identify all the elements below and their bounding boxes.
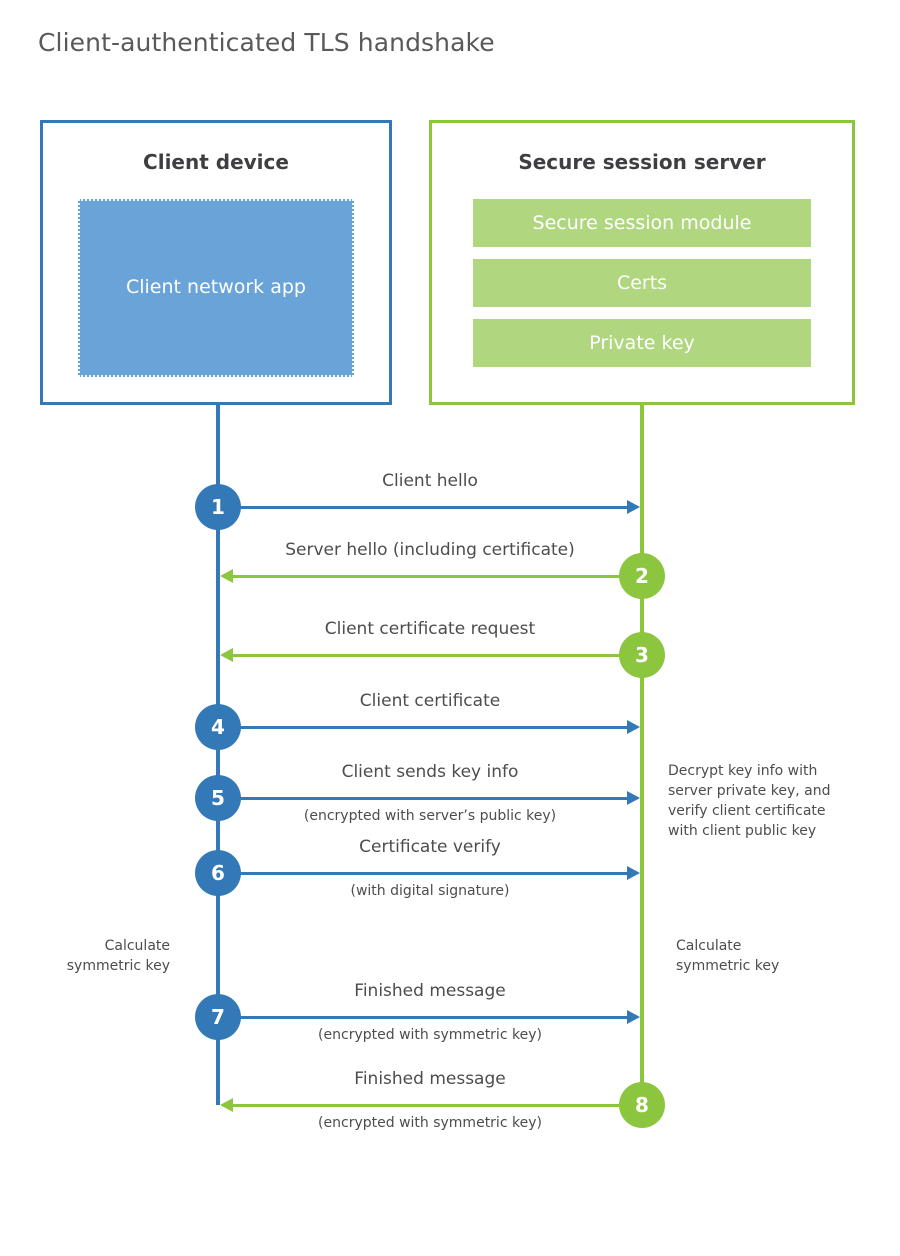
- page-title: Client-authenticated TLS handshake: [38, 28, 495, 57]
- arrowhead-right-icon: [627, 500, 640, 514]
- arrowhead-right-icon: [627, 1010, 640, 1024]
- arrowhead-right-icon: [627, 720, 640, 734]
- message-sublabel-7: (encrypted with symmetric key): [318, 1027, 542, 1043]
- message-label-2: Server hello (including certificate): [285, 540, 575, 560]
- message-line-5: [218, 797, 627, 800]
- server-component-private-key: Private key: [473, 319, 811, 367]
- secure-session-server-title: Secure session server: [518, 150, 766, 174]
- arrowhead-left-icon: [220, 569, 233, 583]
- arrowhead-left-icon: [220, 1098, 233, 1112]
- message-label-4: Client certificate: [359, 691, 501, 711]
- step-circle-8[interactable]: 8: [619, 1082, 665, 1128]
- message-line-4: [218, 726, 627, 729]
- step-circle-1[interactable]: 1: [195, 484, 241, 530]
- message-sublabel-6: (with digital signature): [350, 883, 510, 899]
- server-component-secure-session-module: Secure session module: [473, 199, 811, 247]
- note-client-calculate-symmetric-key: Calculate symmetric key: [66, 938, 170, 974]
- message-label-6: Certificate verify: [359, 837, 501, 857]
- note-server-decrypt-key-info: Decrypt key info with server private key…: [668, 763, 831, 839]
- message-label-3: Client certificate request: [324, 619, 536, 639]
- server-component-certs: Certs: [473, 259, 811, 307]
- message-line-6: [218, 872, 627, 875]
- client-lifeline: [216, 405, 220, 1105]
- message-line-7: [218, 1016, 627, 1019]
- server-lifeline: [640, 405, 644, 1105]
- message-sublabel-5: (encrypted with server’s public key): [303, 808, 557, 824]
- client-network-app-block: Client network app: [78, 199, 354, 377]
- message-line-3: [233, 654, 642, 657]
- step-circle-6[interactable]: 6: [195, 850, 241, 896]
- secure-session-server-box: Secure session server Secure session mod…: [429, 120, 855, 405]
- step-circle-4[interactable]: 4: [195, 704, 241, 750]
- message-label-8: Finished message: [354, 1069, 506, 1089]
- message-line-1: [218, 506, 627, 509]
- note-server-calculate-symmetric-key: Calculate symmetric key: [676, 938, 780, 974]
- server-components-list: Secure session module Certs Private key: [473, 199, 811, 367]
- arrowhead-right-icon: [627, 791, 640, 805]
- step-circle-2[interactable]: 2: [619, 553, 665, 599]
- message-sublabel-8: (encrypted with symmetric key): [318, 1115, 542, 1131]
- step-circle-3[interactable]: 3: [619, 632, 665, 678]
- message-line-8: [233, 1104, 642, 1107]
- step-circle-5[interactable]: 5: [195, 775, 241, 821]
- message-line-2: [233, 575, 642, 578]
- arrowhead-left-icon: [220, 648, 233, 662]
- message-label-5: Client sends key info: [341, 762, 519, 782]
- message-label-7: Finished message: [354, 981, 506, 1001]
- step-circle-7[interactable]: 7: [195, 994, 241, 1040]
- client-device-box: Client device Client network app: [40, 120, 392, 405]
- client-device-title: Client device: [143, 150, 289, 174]
- arrowhead-right-icon: [627, 866, 640, 880]
- message-label-1: Client hello: [382, 471, 478, 491]
